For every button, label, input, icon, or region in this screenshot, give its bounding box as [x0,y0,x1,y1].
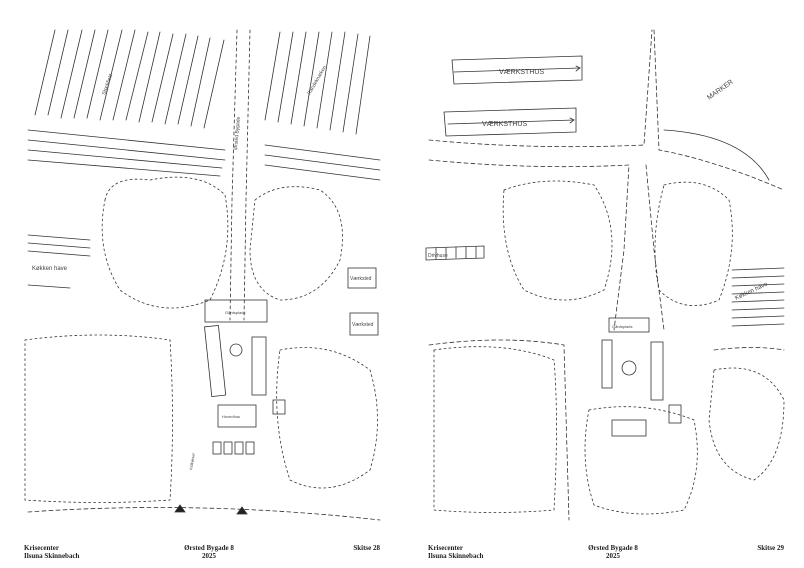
workshop-buildings [443,55,583,137]
buildings [204,267,379,455]
meadow-label: MARKER [706,79,735,102]
field-label: Randeknarken [307,65,329,96]
page-right: VÆRKSTHUS VÆRKSTHUS MARKER Drivhuse Køkk… [414,0,794,568]
workshop-label: VÆRKSTHUS [482,121,527,128]
buildings [601,317,682,437]
address: Ørsted Bygade 8 [588,544,638,552]
garden-label: Køkken have [734,281,769,302]
sheet-number: Skitse 29 [757,544,784,552]
page-left: Stockfield Randeknarken Ørsted Bygade Kø… [10,0,390,568]
year: 2025 [202,552,216,560]
site-sketch-29: VÆRKSTHUS VÆRKSTHUS MARKER Drivhuse Køkk… [425,29,785,521]
tree-cluster [433,180,785,515]
road-label: Ørsted Bygade [233,116,242,150]
site-sketch-28: Stockfield Randeknarken Ørsted Bygade Kø… [24,29,381,521]
tree-cluster [24,176,378,503]
entry-label: Indkørsel [188,453,196,470]
project-name: Krisecenter [428,544,463,552]
building-label: Værksted [350,276,372,282]
workshop-label: VÆRKSTHUS [499,69,544,76]
address: Ørsted Bygade 8 [184,544,234,552]
building-label: Gårdsplads [612,324,632,329]
field-label: Stockfield [101,73,114,96]
project-name: Krisecenter [24,544,59,552]
garden-label: Køkken have [32,266,68,272]
greenhouse-strip [425,245,485,261]
building-label: Gårdsplads [225,310,245,315]
kitchen-garden [731,267,785,327]
paths [428,29,785,521]
field-strokes-left [27,29,226,177]
greenhouse-label: Drivhuse [428,253,448,259]
field-strokes-right [264,31,381,181]
building-label: Hovedhus [222,414,240,419]
kitchen-garden [27,234,91,289]
year: 2025 [606,552,620,560]
sheet-number: Skitse 28 [353,544,380,552]
author-name: Ilsuna Skinnebach [24,552,80,560]
author-name: Ilsuna Skinnebach [428,552,484,560]
building-label: Værksted [352,322,374,328]
